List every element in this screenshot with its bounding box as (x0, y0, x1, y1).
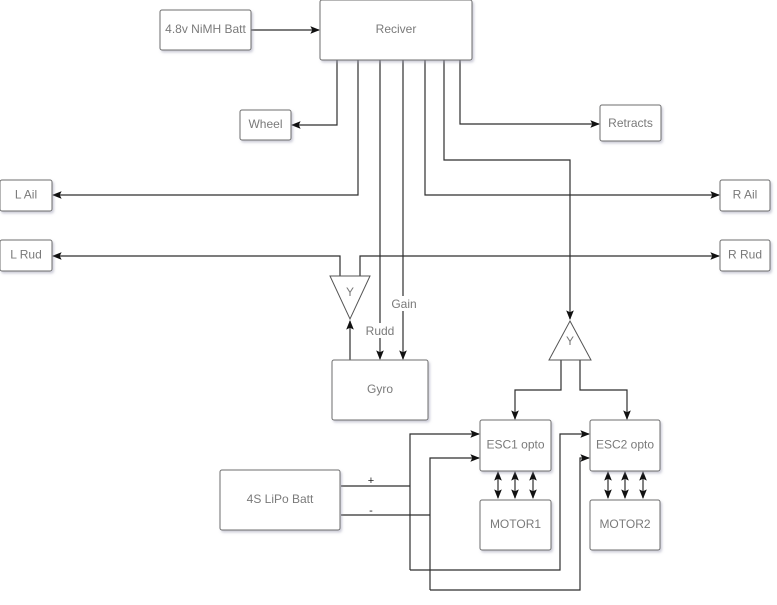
node-wheel[interactable]: Wheel (239, 109, 292, 141)
node-gyro-label: Gyro (367, 382, 393, 396)
edge-minus-to-esc2[interactable] (430, 454, 590, 591)
node-motor1[interactable]: MOTOR1 (479, 499, 552, 551)
wires (52, 26, 720, 591)
node-l-rud[interactable]: L Rud (0, 239, 53, 272)
edge-labels: Rudd Gain + - (365, 296, 419, 517)
node-y-throttle-label: Y (566, 334, 574, 348)
node-l-ail-label: L Ail (15, 188, 37, 202)
edge-label-rudd: Rudd (366, 324, 395, 338)
node-r-ail-label: R Ail (733, 188, 758, 202)
edge-receiver-to-wheel[interactable] (291, 60, 338, 129)
node-retracts-label: Retracts (608, 116, 653, 130)
node-r-ail[interactable]: R Ail (719, 179, 771, 212)
node-receiver[interactable]: Reciver (319, 0, 473, 61)
node-receiver-label: Reciver (376, 22, 417, 36)
node-esc1[interactable]: ESC1 opto (479, 419, 552, 472)
node-y-rudder[interactable]: Y (329, 275, 371, 321)
node-esc1-label: ESC1 opto (486, 438, 544, 452)
node-y-throttle[interactable]: Y (548, 319, 592, 361)
edge-receiver-to-retracts[interactable] (459, 60, 600, 128)
node-lipo-batt[interactable]: 4S LiPo Batt (219, 469, 341, 531)
node-l-ail[interactable]: L Ail (0, 179, 53, 212)
node-r-rud-label: R Rud (728, 248, 762, 262)
edge-plus-to-esc1[interactable] (409, 430, 480, 570)
node-lipo-batt-label: 4S LiPo Batt (247, 492, 314, 506)
node-esc2-label: ESC2 opto (596, 438, 654, 452)
edge-y-rudder-to-l-rud[interactable] (52, 252, 341, 276)
edge-y-throttle-to-esc1[interactable] (511, 360, 562, 420)
edge-label-minus: - (369, 505, 373, 517)
node-y-rudder-label: Y (346, 285, 354, 299)
node-esc2[interactable]: ESC2 opto (589, 419, 661, 472)
node-motor2-label: MOTOR2 (599, 517, 650, 531)
node-l-rud-label: L Rud (10, 248, 42, 262)
node-nimh-batt-label: 4.8v NiMH Batt (165, 22, 246, 36)
edge-receiver-to-l-ail[interactable] (52, 60, 359, 199)
edge-label-gain: Gain (391, 297, 416, 311)
edge-plus-to-esc2[interactable] (410, 430, 590, 571)
node-gyro[interactable]: Gyro (331, 359, 429, 421)
node-motor1-label: MOTOR1 (490, 517, 541, 531)
node-motor2[interactable]: MOTOR2 (589, 499, 661, 551)
edge-y-throttle-to-esc2[interactable] (579, 360, 631, 420)
edge-y-rudder-to-r-rud[interactable] (359, 252, 720, 276)
edge-label-plus: + (368, 475, 374, 487)
edge-receiver-to-y-throttle[interactable] (443, 60, 574, 320)
node-wheel-label: Wheel (248, 117, 282, 131)
edge-receiver-to-r-ail[interactable] (424, 60, 720, 199)
node-r-rud[interactable]: R Rud (719, 239, 771, 272)
edge-minus-to-esc1[interactable] (429, 454, 480, 590)
node-retracts[interactable]: Retracts (599, 104, 662, 142)
node-nimh-batt[interactable]: 4.8v NiMH Batt (159, 9, 252, 51)
